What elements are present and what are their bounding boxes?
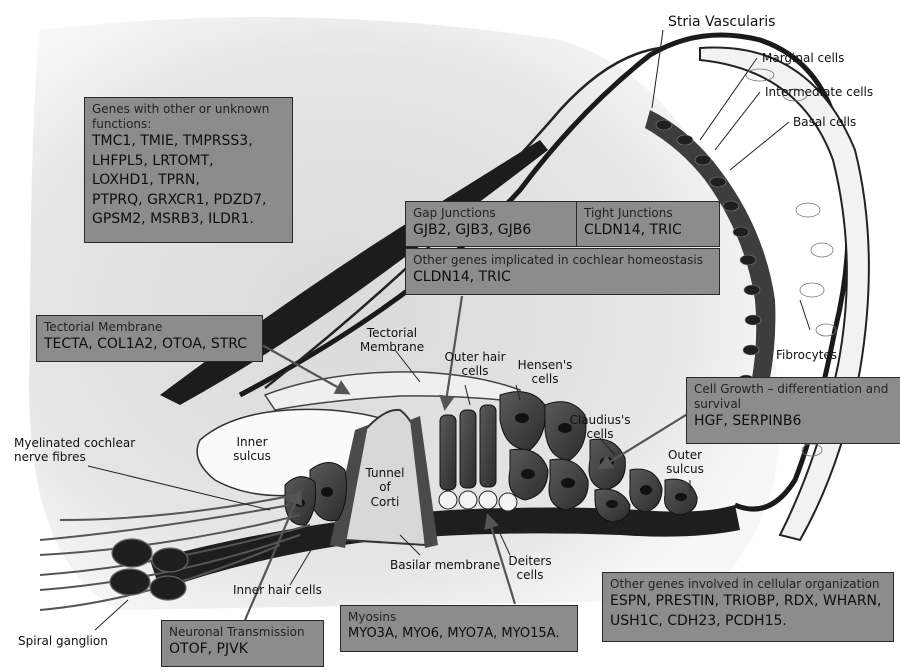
box-cochlear-homeostasis: Other genes implicated in cochlear homeo… xyxy=(405,248,720,295)
box-tectorial-membrane: Tectorial Membrane TECTA, COL1A2, OTOA, … xyxy=(36,315,263,362)
box-tight-junctions: Tight Junctions CLDN14, TRIC xyxy=(576,201,720,247)
label-line: Tunnel xyxy=(355,466,415,480)
label-stria-vascularis: Stria Vascularis xyxy=(668,14,775,31)
label-line: Membrane xyxy=(352,340,432,354)
outer-hair-cell-columns xyxy=(440,405,496,490)
gene-list: OTOF, PJVK xyxy=(169,640,316,660)
label-tunnel-of-corti: Tunnel of Corti xyxy=(355,466,415,509)
label-spiral-ganglion: Spiral ganglion xyxy=(18,634,108,648)
gene-list-line: PTPRQ, GRXCR1, PDZD7, xyxy=(92,191,285,211)
label-line: sulcus xyxy=(222,449,282,463)
label-line: of xyxy=(355,480,415,494)
label-line: cells xyxy=(440,364,510,378)
label-claudius-cells: Claudius's cells xyxy=(562,413,638,442)
gene-list-line: LOXHD1, TPRN, xyxy=(92,171,285,191)
label-line: Myelinated cochlear xyxy=(14,436,135,450)
box-heading: functions: xyxy=(92,117,285,132)
label-basal-cells: Basal cells xyxy=(793,115,856,129)
box-heading: Genes with other or unknown xyxy=(92,102,285,117)
box-heading: Tight Junctions xyxy=(584,206,712,221)
box-heading: survival xyxy=(694,397,893,412)
box-heading: Gap Junctions xyxy=(413,206,569,221)
gene-list-line: GPSM2, MSRB3, ILDR1. xyxy=(92,210,285,230)
label-line: Outer xyxy=(655,448,715,462)
label-fibrocytes: Fibrocytes xyxy=(776,348,837,362)
box-heading: Neuronal Transmission xyxy=(169,625,316,640)
gene-list: CLDN14, TRIC xyxy=(584,221,712,241)
label-deiters-cells: Deiters cells xyxy=(500,554,560,583)
gene-list: MYO3A, MYO6, MYO7A, MYO15A. xyxy=(348,625,570,643)
label-inner-sulcus: Inner sulcus xyxy=(222,435,282,464)
label-line: Corti xyxy=(355,495,415,509)
label-line: Outer hair xyxy=(440,350,510,364)
label-intermediate-cells: Intermediate cells xyxy=(765,85,873,99)
label-myelinated-fibres: Myelinated cochlear nerve fibres xyxy=(14,436,135,465)
label-line: Tectorial xyxy=(352,326,432,340)
label-inner-hair-cells: Inner hair cells xyxy=(233,583,322,597)
label-line: Claudius's xyxy=(562,413,638,427)
gene-list-line: TMC1, TMIE, TMPRSS3, xyxy=(92,132,285,152)
gene-list-line: USH1C, CDH23, PCDH15. xyxy=(610,612,886,632)
box-heading: Other genes implicated in cochlear homeo… xyxy=(413,253,712,268)
box-gap-junctions: Gap Junctions GJB2, GJB3, GJB6 xyxy=(405,201,577,247)
label-line: cells xyxy=(510,372,580,386)
label-line: cells xyxy=(562,427,638,441)
label-hensens-cells: Hensen's cells xyxy=(510,358,580,387)
label-basilar-membrane: Basilar membrane xyxy=(390,558,500,572)
box-cellular-organization: Other genes involved in cellular organiz… xyxy=(602,572,894,642)
label-line: nerve fibres xyxy=(14,450,135,464)
box-cell-growth: Cell Growth – differentiation and surviv… xyxy=(686,377,900,444)
label-line: cells xyxy=(500,568,560,582)
box-heading: Tectorial Membrane xyxy=(44,320,255,335)
gene-list: TECTA, COL1A2, OTOA, STRC xyxy=(44,335,255,355)
box-heading: Cell Growth – differentiation and xyxy=(694,382,893,397)
label-outer-hair-cells: Outer hair cells xyxy=(440,350,510,379)
box-other-unknown-functions: Genes with other or unknown functions: T… xyxy=(84,97,293,243)
label-tectorial-membrane: Tectorial Membrane xyxy=(352,326,432,355)
gene-list-line: ESPN, PRESTIN, TRIOBP, RDX, WHARN, xyxy=(610,592,886,612)
gene-list-line: LHFPL5, LRTOMT, xyxy=(92,152,285,172)
gene-list: CLDN14, TRIC xyxy=(413,268,712,288)
box-neuronal-transmission: Neuronal Transmission OTOF, PJVK xyxy=(161,620,324,667)
label-line: sulcus xyxy=(655,462,715,476)
label-marginal-cells: Marginal cells xyxy=(762,51,844,65)
gene-list: GJB2, GJB3, GJB6 xyxy=(413,221,569,241)
box-myosins: Myosins MYO3A, MYO6, MYO7A, MYO15A. xyxy=(340,605,578,652)
label-outer-sulcus: Outer sulcus xyxy=(655,448,715,477)
label-line: Hensen's xyxy=(510,358,580,372)
box-heading: Myosins xyxy=(348,610,570,625)
label-line: Inner xyxy=(222,435,282,449)
gene-list: HGF, SERPINB6 xyxy=(694,412,893,432)
box-heading: Other genes involved in cellular organiz… xyxy=(610,577,886,592)
label-line: Deiters xyxy=(500,554,560,568)
